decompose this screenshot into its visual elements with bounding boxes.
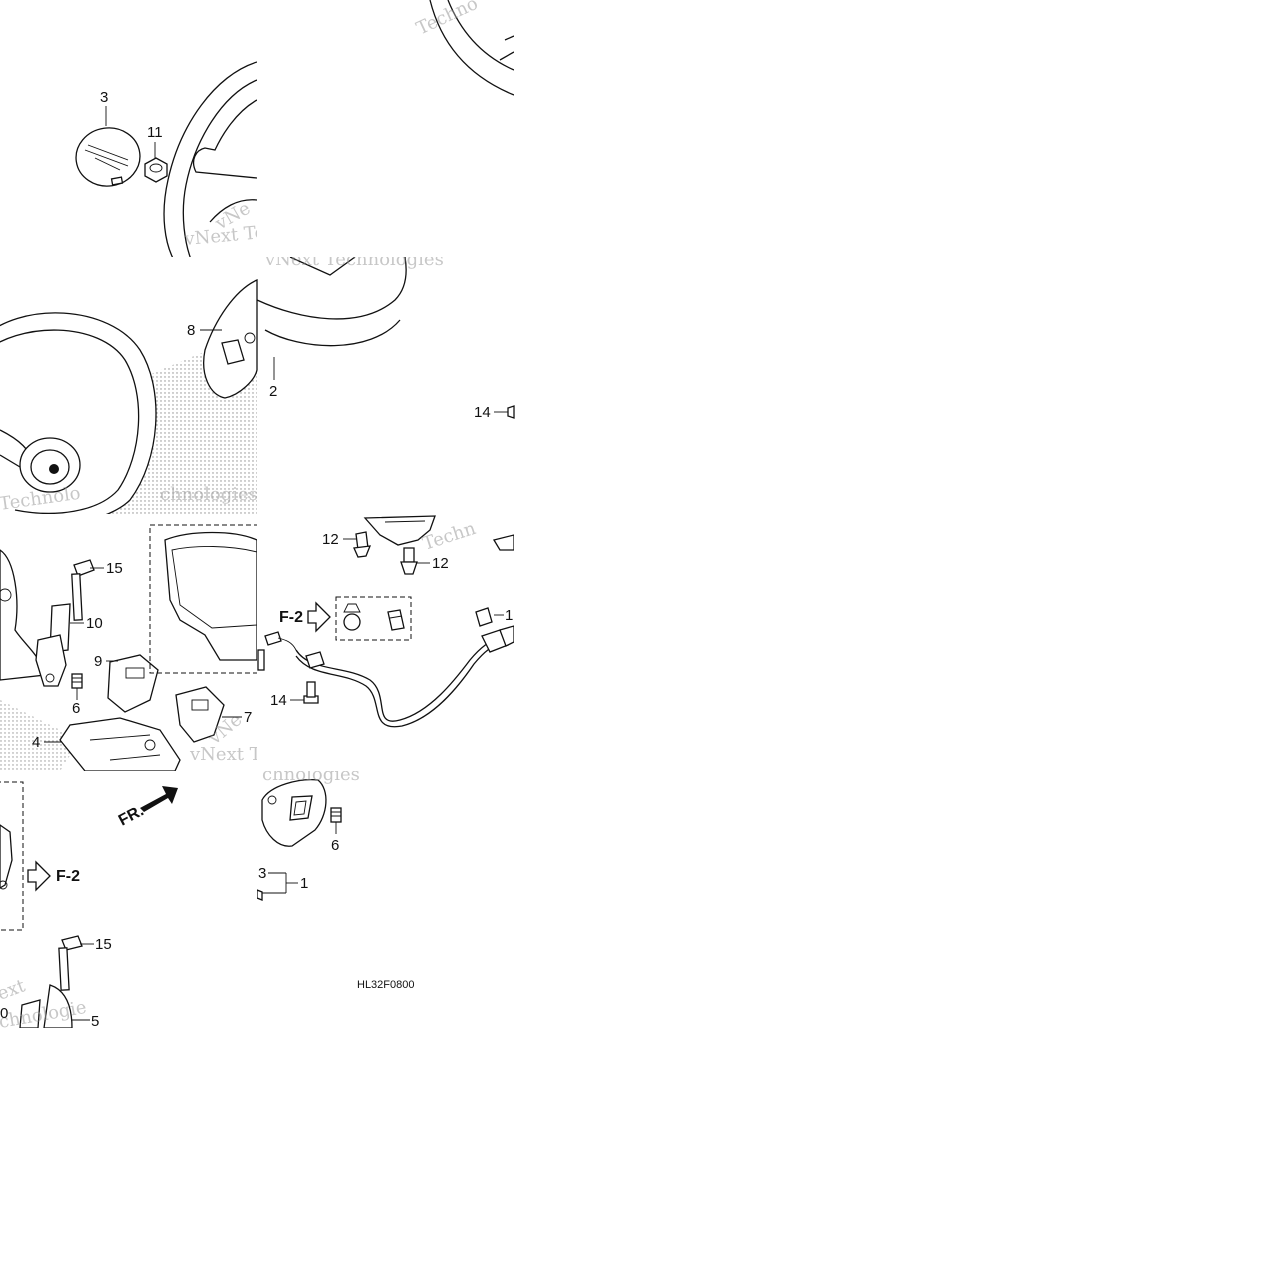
bracket-assembly — [35, 634, 67, 687]
callout-12: 12 — [322, 531, 339, 548]
tile-front-indicator: FR. ext chnologie — [0, 781, 178, 1028]
steering-wheel-rim — [163, 61, 257, 257]
clip-part-12-right — [400, 547, 418, 575]
bolt-part-14-upper — [257, 649, 265, 671]
callout-3: 3 — [258, 865, 266, 882]
bolt-part-14-lower — [303, 681, 319, 704]
watermark: vNext Technologies — [264, 249, 444, 270]
callout-10: 10 — [86, 615, 103, 632]
callout-2: 2 — [269, 383, 277, 400]
steering-hub — [19, 437, 81, 493]
callout-6: 6 — [331, 837, 339, 854]
meter-cover — [149, 524, 257, 674]
upper-cover — [363, 515, 436, 546]
callout-0: 0 — [0, 1005, 8, 1022]
bolt-part-14 — [507, 405, 515, 419]
callout-6: 6 — [72, 700, 80, 717]
callout-4: 4 — [32, 734, 40, 751]
stay-part-4 — [59, 717, 181, 771]
front-arrow-icon — [140, 786, 178, 812]
watermark: vNext Te — [189, 744, 271, 765]
callout-3: 3 — [100, 89, 108, 106]
watermark: chnologies — [262, 764, 360, 785]
callout-1: 1 — [300, 875, 308, 892]
f2-reference — [307, 596, 412, 641]
tile-brackets: vNext Te vNe — [0, 524, 271, 771]
reference-f2: F-2 — [279, 609, 303, 626]
watermark: Techno — [413, 0, 481, 40]
callout-1: 1 — [505, 607, 513, 624]
watermark: ext — [0, 975, 29, 1005]
callout-11: 11 — [147, 124, 163, 141]
callout-12: 12 — [432, 555, 449, 572]
clip-part-12-left — [353, 531, 372, 558]
front-indicator: FR. — [116, 802, 147, 829]
bracket-leader — [262, 872, 298, 894]
callout-9: 9 — [94, 653, 102, 670]
screw-part-15-lower — [58, 935, 83, 991]
callout-7: 7 — [244, 709, 252, 726]
watermark: chnologies — [160, 484, 258, 505]
switch-housing — [261, 779, 327, 847]
wire-harness — [264, 607, 514, 728]
screw-part-15 — [71, 559, 95, 621]
spacer-part-6 — [71, 673, 83, 689]
spacer-part-6-lower — [330, 807, 342, 823]
bracket-part-9 — [107, 654, 159, 713]
bracket-part-7 — [175, 686, 225, 743]
cover-part-5 — [43, 984, 73, 1028]
nut-part-11 — [144, 157, 168, 183]
switch-panel-part-8 — [203, 278, 258, 399]
tile-steering-wheel: Technolo chnologies — [0, 312, 258, 514]
tile-switch-assembly: chnologies — [257, 764, 360, 901]
emblem-part-3 — [75, 127, 141, 187]
drawing-code: HL32F0800 — [357, 979, 415, 991]
callout-14: 14 — [474, 404, 491, 421]
tile-switch-panel: vNext Technologies — [257, 249, 444, 347]
tile-emblem-nut: vNext Tec vNe — [75, 61, 257, 257]
callout-14: 14 — [270, 692, 287, 709]
tile-wheel-top: Techno — [413, 0, 514, 96]
callout-15: 15 — [95, 936, 112, 953]
callout-5: 5 — [91, 1013, 99, 1030]
callout-8: 8 — [187, 322, 195, 339]
reference-f2: F-2 — [56, 868, 80, 885]
callout-15: 15 — [106, 560, 123, 577]
